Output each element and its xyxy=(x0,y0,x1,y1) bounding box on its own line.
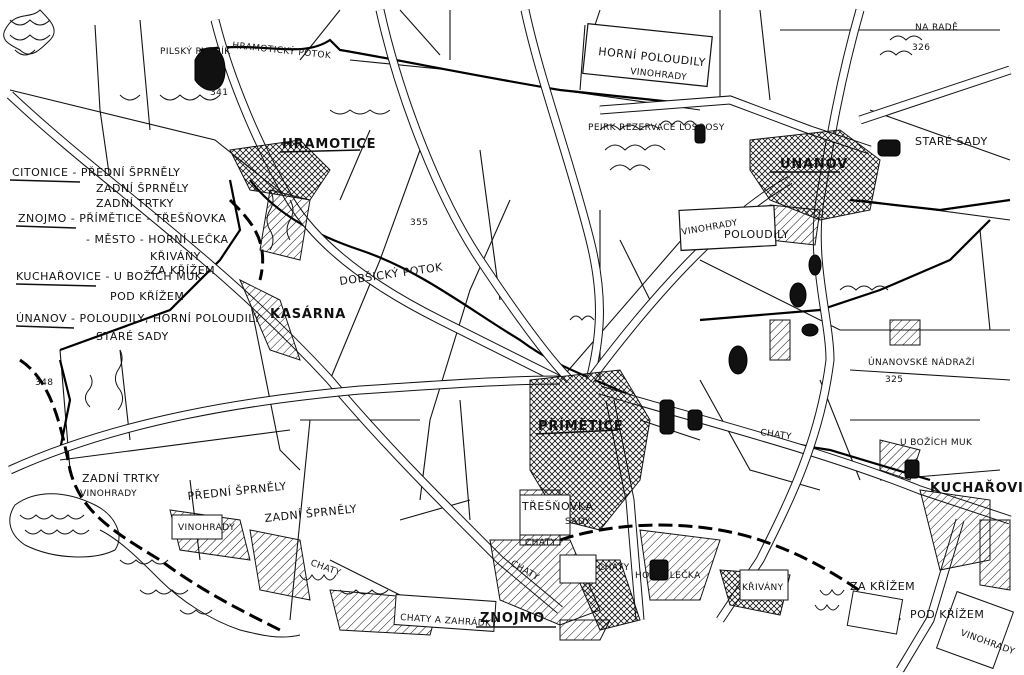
label-krivany: KŘIVÁNY xyxy=(742,581,784,593)
label-elev-348: 348 xyxy=(35,378,53,388)
legend-line-1: CITONICE - PŘEDNÍ ŠPRNĚLY xyxy=(12,166,180,179)
label-hramotice: HRAMOTICE xyxy=(282,137,376,152)
legend-line-10: ÚNANOV - POLOUDILY, HORNÍ POLOUDILY xyxy=(16,312,261,325)
label-za-krizem: ZA KŘÍŽEM xyxy=(850,580,915,593)
label-kasarna: KASÁRNA xyxy=(270,306,346,322)
label-boxes xyxy=(171,22,1015,670)
label-elev-355: 355 xyxy=(410,218,428,228)
label-kucharovice: KUCHAŘOVICE xyxy=(930,480,1024,496)
label-elev-326: 326 xyxy=(912,43,930,53)
label-horni-lecka: HORNÍ LEČKA xyxy=(635,569,701,581)
label-peirk-rezervace: PEIRK REZERVACE LOSOOSY xyxy=(588,123,725,133)
label-chaty-4: CHATY xyxy=(525,538,557,548)
legend-line-2: ZADNÍ ŠPRNĚLY xyxy=(96,182,189,195)
label-pilsky-rybnik: PILSKÝ RYBNÍK xyxy=(160,45,231,57)
legend-line-7: ZA KŘÍŽEM xyxy=(150,264,215,277)
label-poloudily: POLOUDILY xyxy=(724,228,789,241)
label-sady: SADY xyxy=(565,517,591,527)
ponds xyxy=(194,47,920,581)
label-chaty-5: CHATY xyxy=(598,563,630,573)
label-elev-341: 341 xyxy=(210,88,228,98)
railways xyxy=(19,198,901,632)
label-pod-krizem: POD KŘÍŽEM xyxy=(910,608,984,621)
label-znojmo: ZNOJMO xyxy=(480,611,545,626)
legend-line-3: ZADNÍ TRTKY xyxy=(96,197,174,210)
vegetation xyxy=(3,9,923,638)
legend: CITONICE - PŘEDNÍ ŠPRNĚLY ZADNÍ ŠPRNĚLY … xyxy=(9,166,261,343)
label-elev-325: 325 xyxy=(885,375,903,385)
label-stare-sady: STARÉ SADY xyxy=(915,135,988,148)
legend-line-6: KŘIVÁNY xyxy=(150,250,201,263)
label-na-rade: NA RADĚ xyxy=(915,21,958,33)
label-primetice: PŘÍMĚTICE xyxy=(538,418,624,434)
label-unanovske-nadrazi: ÚNANOVSKÉ NÁDRAŽÍ xyxy=(868,356,975,368)
label-tresnovka: TŘEŠŇOVKA xyxy=(521,500,594,513)
legend-line-11: STARÉ SADY xyxy=(96,330,169,343)
label-vinohrady-3: VINOHRADY xyxy=(80,489,137,499)
legend-line-9: POD KŘÍŽEM xyxy=(110,290,184,303)
legend-line-4: ZNOJMO - PŘÍMĚTICE - TŘEŠŇOVKA xyxy=(18,212,226,225)
label-zadni-trtky: ZADNÍ TRTKY xyxy=(82,472,160,485)
label-u-bozich-muk: U BOŽÍCH MUK xyxy=(900,436,973,448)
legend-line-8: KUCHAŘOVICE - U BOŽÍCH MUK xyxy=(16,270,203,283)
label-unanov: ÚNANOV xyxy=(780,156,848,172)
label-chaty-1: CHATY xyxy=(760,428,793,442)
label-vinohrady-4: VINOHRADY xyxy=(178,523,235,533)
legend-line-5: - MĚSTO - HORNÍ LEČKA xyxy=(86,233,229,246)
